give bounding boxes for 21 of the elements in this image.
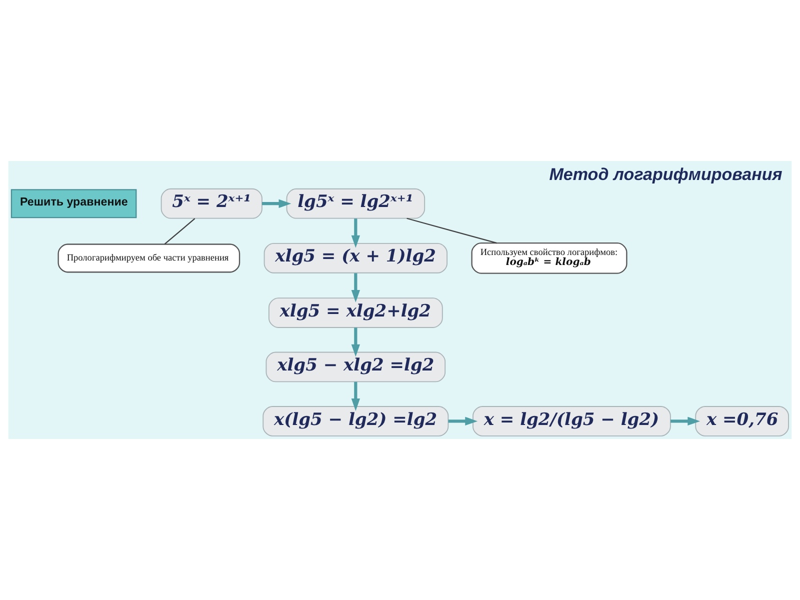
node-box: Решить уравнение — [10, 189, 137, 218]
connector — [406, 218, 497, 244]
arrow — [351, 273, 360, 302]
arrow — [448, 416, 478, 426]
node-box: Используем свойство логарифмов: logₐbᵏ = klogₐb — [471, 242, 628, 274]
node-box: 5ˣ = 2ˣ⁺¹ — [160, 188, 262, 219]
diagram-title: Метод логарифмирования — [549, 165, 782, 184]
connector — [164, 218, 196, 244]
node-box: x = lg2/(lg5 − lg2) — [472, 406, 671, 436]
node-box: x =0,76 — [695, 406, 789, 436]
arrow — [351, 218, 360, 248]
node-box: xlg5 = xlg2+lg2 — [268, 298, 443, 328]
arrow — [351, 328, 360, 357]
arrow — [670, 416, 700, 426]
node-box: Прологарифмируем обе части уравнения — [58, 244, 240, 273]
arrow — [262, 199, 292, 208]
node-box: x(lg5 − lg2) =lg2 — [262, 406, 449, 436]
node-box: xlg5 = (x + 1)lg2 — [264, 243, 448, 274]
arrow — [351, 382, 360, 411]
node-box: xlg5 − xlg2 =lg2 — [266, 352, 446, 382]
node-box: lg5ˣ = lg2ˣ⁺¹ — [286, 188, 426, 219]
